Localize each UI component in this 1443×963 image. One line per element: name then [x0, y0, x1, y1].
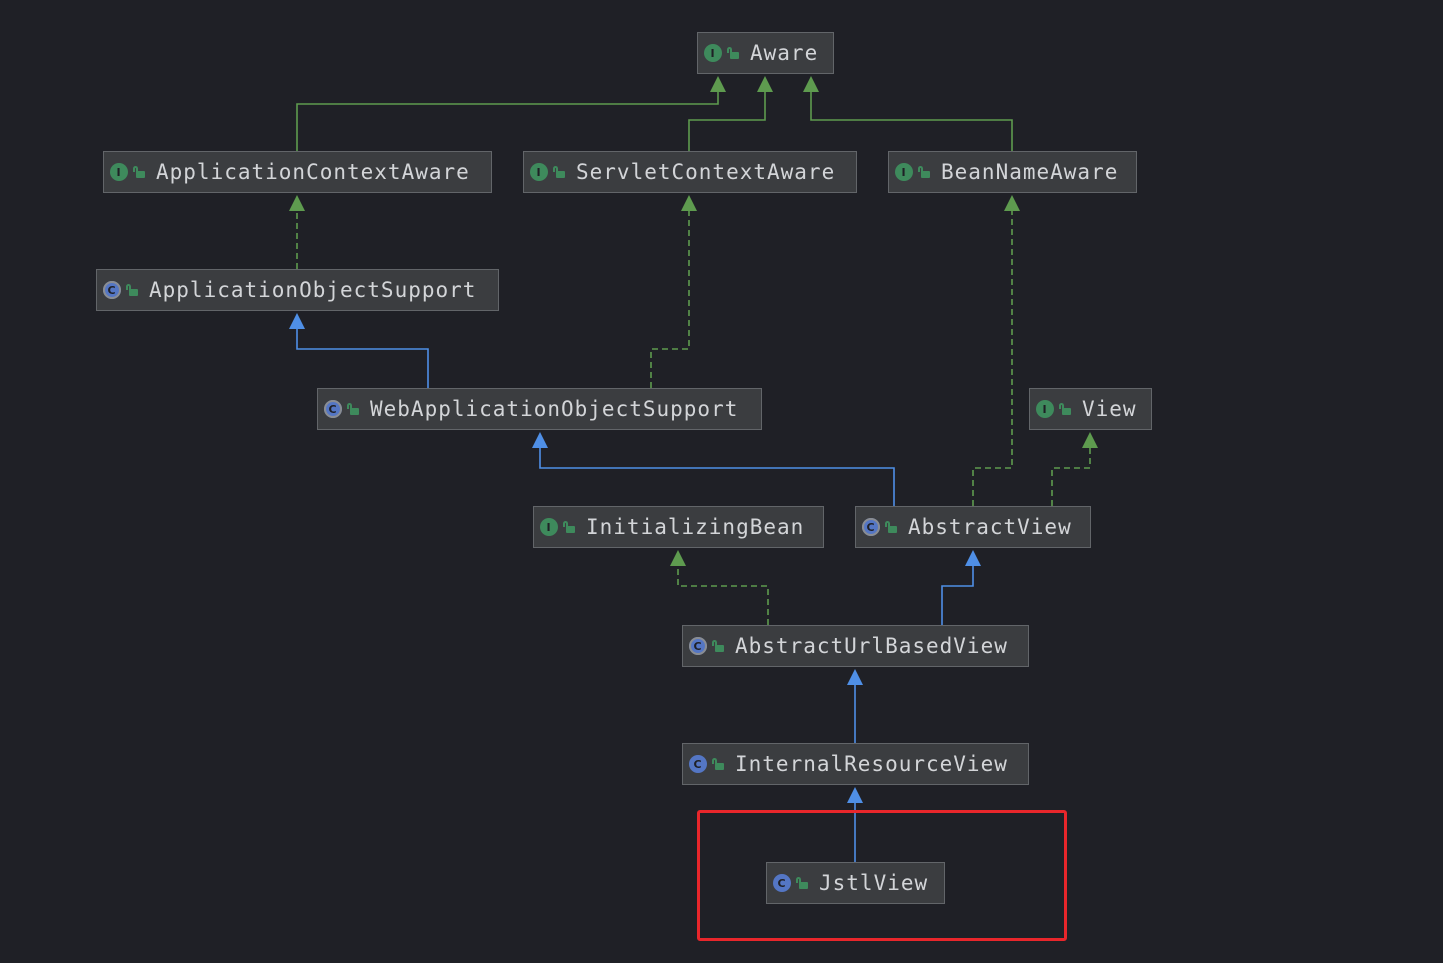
- arrowhead: [1004, 195, 1020, 211]
- public-lock-icon: [884, 520, 898, 534]
- interface-icon: I: [895, 163, 913, 181]
- node-web-application-object-support[interactable]: C WebApplicationObjectSupport: [317, 388, 762, 430]
- arrowhead: [710, 76, 726, 92]
- abstract-class-icon: C: [862, 518, 880, 536]
- node-label: AbstractUrlBasedView: [735, 634, 1008, 658]
- public-lock-icon: [552, 165, 566, 179]
- public-lock-icon: [125, 283, 139, 297]
- public-lock-icon: [917, 165, 931, 179]
- edge-servletcontextaware-to-aware: [688, 76, 773, 151]
- node-label: InternalResourceView: [735, 752, 1008, 776]
- interface-icon: I: [540, 518, 558, 536]
- public-lock-icon: [711, 639, 725, 653]
- edge-abstractview-to-webapplicationobjectsupport: [532, 432, 895, 506]
- arrowhead: [289, 195, 305, 211]
- node-initializing-bean[interactable]: I InitializingBean: [533, 506, 824, 548]
- abstract-class-icon: C: [324, 400, 342, 418]
- class-icon: C: [773, 874, 791, 892]
- arrowhead: [847, 787, 863, 803]
- interface-icon: I: [110, 163, 128, 181]
- interface-icon: I: [1036, 400, 1054, 418]
- edge-webapplicationobjectsupport-to-servletcontextaware: [650, 195, 697, 388]
- node-bean-name-aware[interactable]: I BeanNameAware: [888, 151, 1137, 193]
- node-internal-resource-view[interactable]: C InternalResourceView: [682, 743, 1029, 785]
- node-label: Aware: [750, 41, 819, 65]
- highlight-box: [697, 810, 1067, 941]
- node-label: BeanNameAware: [941, 160, 1119, 184]
- interface-icon: I: [530, 163, 548, 181]
- edge-applicationcontextaware-to-aware: [296, 76, 726, 151]
- edge-abstractview-to-view: [1051, 432, 1098, 506]
- arrowhead: [965, 550, 981, 566]
- node-view[interactable]: I View: [1029, 388, 1152, 430]
- abstract-class-icon: C: [689, 637, 707, 655]
- edge-abstracturlbasedview-to-initializingbean: [670, 550, 769, 625]
- node-application-context-aware[interactable]: I ApplicationContextAware: [103, 151, 492, 193]
- arrowhead: [681, 195, 697, 211]
- class-icon: C: [689, 755, 707, 773]
- interface-icon: I: [704, 44, 722, 62]
- edge-webapplicationobjectsupport-to-applicationobjectsupport: [289, 313, 429, 388]
- public-lock-icon: [1058, 402, 1072, 416]
- node-label: JstlView: [819, 871, 929, 895]
- node-application-object-support[interactable]: C ApplicationObjectSupport: [96, 269, 499, 311]
- public-lock-icon: [711, 757, 725, 771]
- node-aware[interactable]: I Aware: [697, 32, 834, 74]
- arrowhead: [847, 669, 863, 685]
- arrowhead: [1082, 432, 1098, 448]
- abstract-class-icon: C: [103, 281, 121, 299]
- edge-internalresourceview-to-abstracturlbasedview: [847, 669, 863, 743]
- arrowhead: [289, 313, 305, 329]
- node-label: InitializingBean: [586, 515, 805, 539]
- node-label: ApplicationContextAware: [156, 160, 470, 184]
- edge-abstracturlbasedview-to-abstractview: [941, 550, 981, 625]
- public-lock-icon: [132, 165, 146, 179]
- public-lock-icon: [726, 46, 740, 60]
- public-lock-icon: [346, 402, 360, 416]
- edge-abstractview-to-beannameaware: [972, 195, 1020, 506]
- edge-beannameaware-to-aware: [803, 76, 1013, 151]
- node-abstract-view[interactable]: C AbstractView: [855, 506, 1091, 548]
- public-lock-icon: [562, 520, 576, 534]
- public-lock-icon: [795, 876, 809, 890]
- node-label: ApplicationObjectSupport: [149, 278, 477, 302]
- arrowhead: [532, 432, 548, 448]
- arrowhead: [757, 76, 773, 92]
- node-servlet-context-aware[interactable]: I ServletContextAware: [523, 151, 857, 193]
- node-label: ServletContextAware: [576, 160, 836, 184]
- edge-applicationobjectsupport-to-applicationcontextaware: [289, 195, 305, 269]
- arrowhead: [670, 550, 686, 566]
- node-label: AbstractView: [908, 515, 1072, 539]
- arrowhead: [803, 76, 819, 92]
- node-label: WebApplicationObjectSupport: [370, 397, 739, 421]
- node-jstl-view[interactable]: C JstlView: [766, 862, 945, 904]
- node-label: View: [1082, 397, 1137, 421]
- node-abstract-url-based-view[interactable]: C AbstractUrlBasedView: [682, 625, 1029, 667]
